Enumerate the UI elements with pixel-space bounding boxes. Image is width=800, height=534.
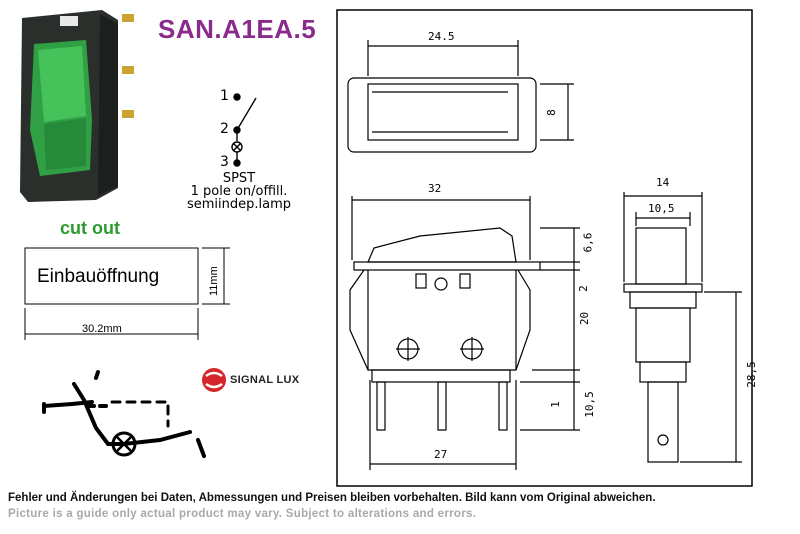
product-code: SAN.A1EA.5 bbox=[158, 14, 317, 44]
cutout-label: Einbauöffnung bbox=[37, 266, 160, 287]
dim-top-width: 24.5 bbox=[428, 30, 455, 43]
switch-photo bbox=[10, 6, 140, 208]
dim-1: 1 bbox=[548, 401, 562, 408]
switch-desc-1: 1 pole on/offill. bbox=[190, 184, 288, 199]
cutout-height: 11mm bbox=[208, 266, 220, 296]
cutout-heading: cut out bbox=[60, 218, 120, 238]
dim-side-width: 32 bbox=[428, 182, 442, 195]
dim-end-width: 14 bbox=[656, 176, 670, 189]
spst-schematic bbox=[231, 93, 257, 167]
cutout-diagram bbox=[24, 247, 230, 340]
dim-side-bottom: 27 bbox=[434, 448, 448, 461]
disclaimer-german: Fehler und Änderungen bei Daten, Abmessu… bbox=[8, 492, 656, 504]
switch-spec: SPST 1 pole on/offill. semiindep.lamp bbox=[180, 172, 298, 211]
pin-label-2: 2 bbox=[220, 121, 229, 137]
switch-desc-2: semiindep.lamp bbox=[186, 197, 292, 212]
brand-name: SIGNAL LUX bbox=[230, 374, 300, 386]
switch-type: SPST bbox=[222, 171, 256, 186]
switch-symbol bbox=[42, 370, 206, 458]
dim-20: 20 bbox=[578, 311, 592, 326]
cutout-width: 30.2mm bbox=[82, 323, 122, 335]
dim-10-5: 10,5 bbox=[582, 391, 596, 418]
signal-lux-logo bbox=[202, 368, 226, 392]
dim-end-inner: 10,5 bbox=[648, 202, 675, 215]
technical-drawing bbox=[336, 9, 753, 487]
dim-2: 2 bbox=[576, 285, 590, 292]
dim-top-height: 8 bbox=[544, 109, 558, 116]
dim-6-6: 6,6 bbox=[581, 232, 595, 253]
pin-label-3: 3 bbox=[220, 154, 229, 170]
dim-end-height: 28,5 bbox=[744, 361, 758, 388]
pin-label-1: 1 bbox=[220, 88, 229, 104]
disclaimer-english: Picture is a guide only actual product m… bbox=[8, 508, 477, 520]
